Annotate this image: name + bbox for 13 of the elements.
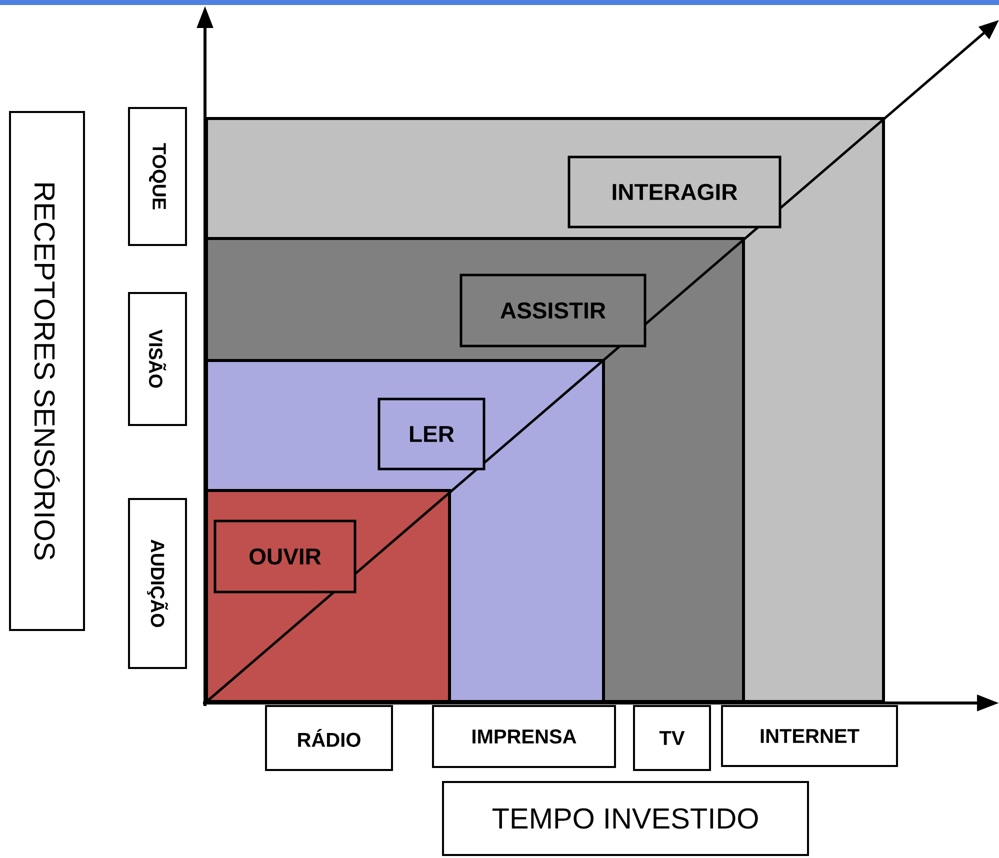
axis-title-box: TEMPO INVESTIDO (442, 781, 809, 856)
axis-label-box: INTERNET (721, 705, 898, 767)
axis-label-box: RÁDIO (265, 705, 393, 771)
label-box: INTERAGIR (568, 156, 782, 228)
label-box: ASSISTIR (460, 274, 646, 348)
axis-label-box: IMPRENSA (432, 705, 616, 768)
axis-label-box: TV (633, 705, 711, 771)
axis-label-box: AUDIÇÃO (128, 498, 187, 669)
label-box: LER (378, 398, 486, 470)
axis-title-box: RECEPTORES SENSÓRIOS (9, 111, 85, 631)
axis-label-box: VISÃO (128, 292, 187, 426)
label-box: OUVIR (214, 520, 356, 594)
axis-label-box: TOQUE (128, 107, 187, 246)
